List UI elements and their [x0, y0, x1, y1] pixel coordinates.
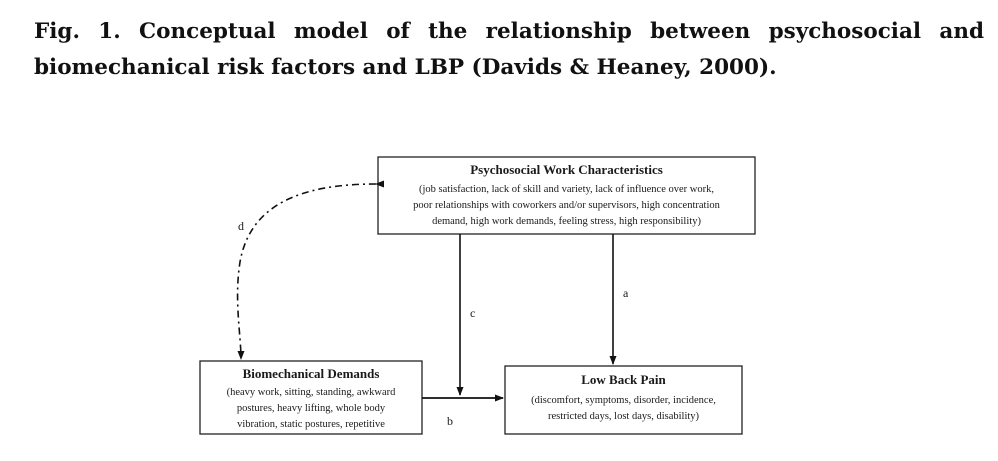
- figure-caption: Fig. 1. Conceptual model of the relation…: [34, 14, 984, 86]
- edge-c-label: c: [470, 306, 475, 320]
- caption-word: 1.: [98, 19, 121, 44]
- caption-word: between: [650, 19, 751, 44]
- node-psychosocial-line: demand, high work demands, feeling stres…: [432, 216, 701, 227]
- node-psychosocial: Psychosocial Work Characteristics (job s…: [377, 156, 756, 235]
- node-biomechanical-title: Biomechanical Demands: [243, 366, 380, 381]
- caption-word: of: [386, 19, 410, 44]
- caption-word: model: [293, 19, 368, 44]
- node-low-back-pain: Low Back Pain (discomfort, symptoms, dis…: [504, 365, 743, 435]
- node-biomechanical-border: [199, 360, 423, 435]
- node-biomechanical-line: postures, heavy lifting, whole body: [237, 403, 386, 414]
- edge-d-arrow: [236, 180, 385, 360]
- caption-word: Conceptual: [139, 19, 276, 44]
- edge-a-label: a: [623, 286, 629, 300]
- caption-word: psychosocial: [768, 19, 922, 44]
- node-biomechanical: Biomechanical Demands (heavy work, sitti…: [199, 360, 423, 435]
- node-biomechanical-line: vibration, static postures, repetitive: [237, 419, 385, 430]
- caption-word: and: [939, 19, 984, 44]
- node-low-back-pain-title: Low Back Pain: [581, 372, 666, 387]
- node-psychosocial-line: poor relationships with coworkers and/or…: [413, 200, 721, 211]
- node-psychosocial-line: (job satisfaction, lack of skill and var…: [419, 184, 714, 195]
- caption-word: the: [428, 19, 468, 44]
- node-low-back-pain-border: [504, 365, 743, 435]
- node-low-back-pain-line: (discomfort, symptoms, disorder, inciden…: [531, 395, 716, 406]
- caption-word: Fig.: [34, 19, 80, 44]
- caption-line-1: Fig. 1. Conceptual model of the relation…: [34, 14, 984, 50]
- caption-line-2: biomechanical risk factors and LBP (Davi…: [34, 55, 777, 80]
- node-psychosocial-title: Psychosocial Work Characteristics: [470, 162, 663, 177]
- edge-b-label: b: [447, 414, 453, 428]
- node-low-back-pain-line: restricted days, lost days, disability): [548, 411, 700, 422]
- edge-d-label: d: [238, 219, 244, 233]
- node-biomechanical-line: (heavy work, sitting, standing, awkward: [227, 387, 397, 398]
- caption-word: relationship: [485, 19, 632, 44]
